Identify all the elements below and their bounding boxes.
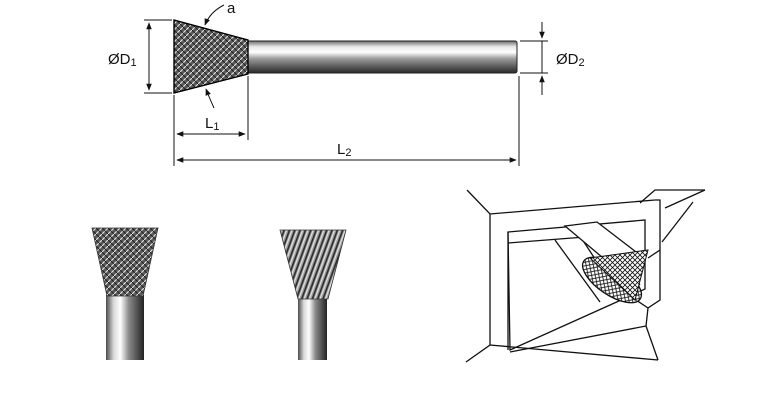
l2-label: L2 (337, 141, 351, 159)
d2-label: ØD2 (556, 51, 585, 69)
d1-label: ØD1 (108, 51, 137, 69)
double-cut-shank (106, 295, 144, 360)
angle-leader-bottom (205, 88, 215, 109)
single-cut-burr-illustration (279, 229, 347, 360)
l1-label: L1 (205, 115, 219, 133)
double-cut-burr-illustration (91, 227, 159, 360)
burr-head-cross-cut (173, 19, 249, 94)
burr-shank (244, 40, 518, 74)
application-sketch (465, 189, 706, 363)
double-cut-head (91, 227, 159, 297)
angle-leader-top (204, 4, 225, 26)
side-view-drawing: a ØD1 ØD2 L1 L2 (108, 0, 585, 166)
single-cut-head (279, 229, 347, 300)
angle-label: a (227, 0, 236, 17)
single-cut-shank (298, 298, 327, 360)
